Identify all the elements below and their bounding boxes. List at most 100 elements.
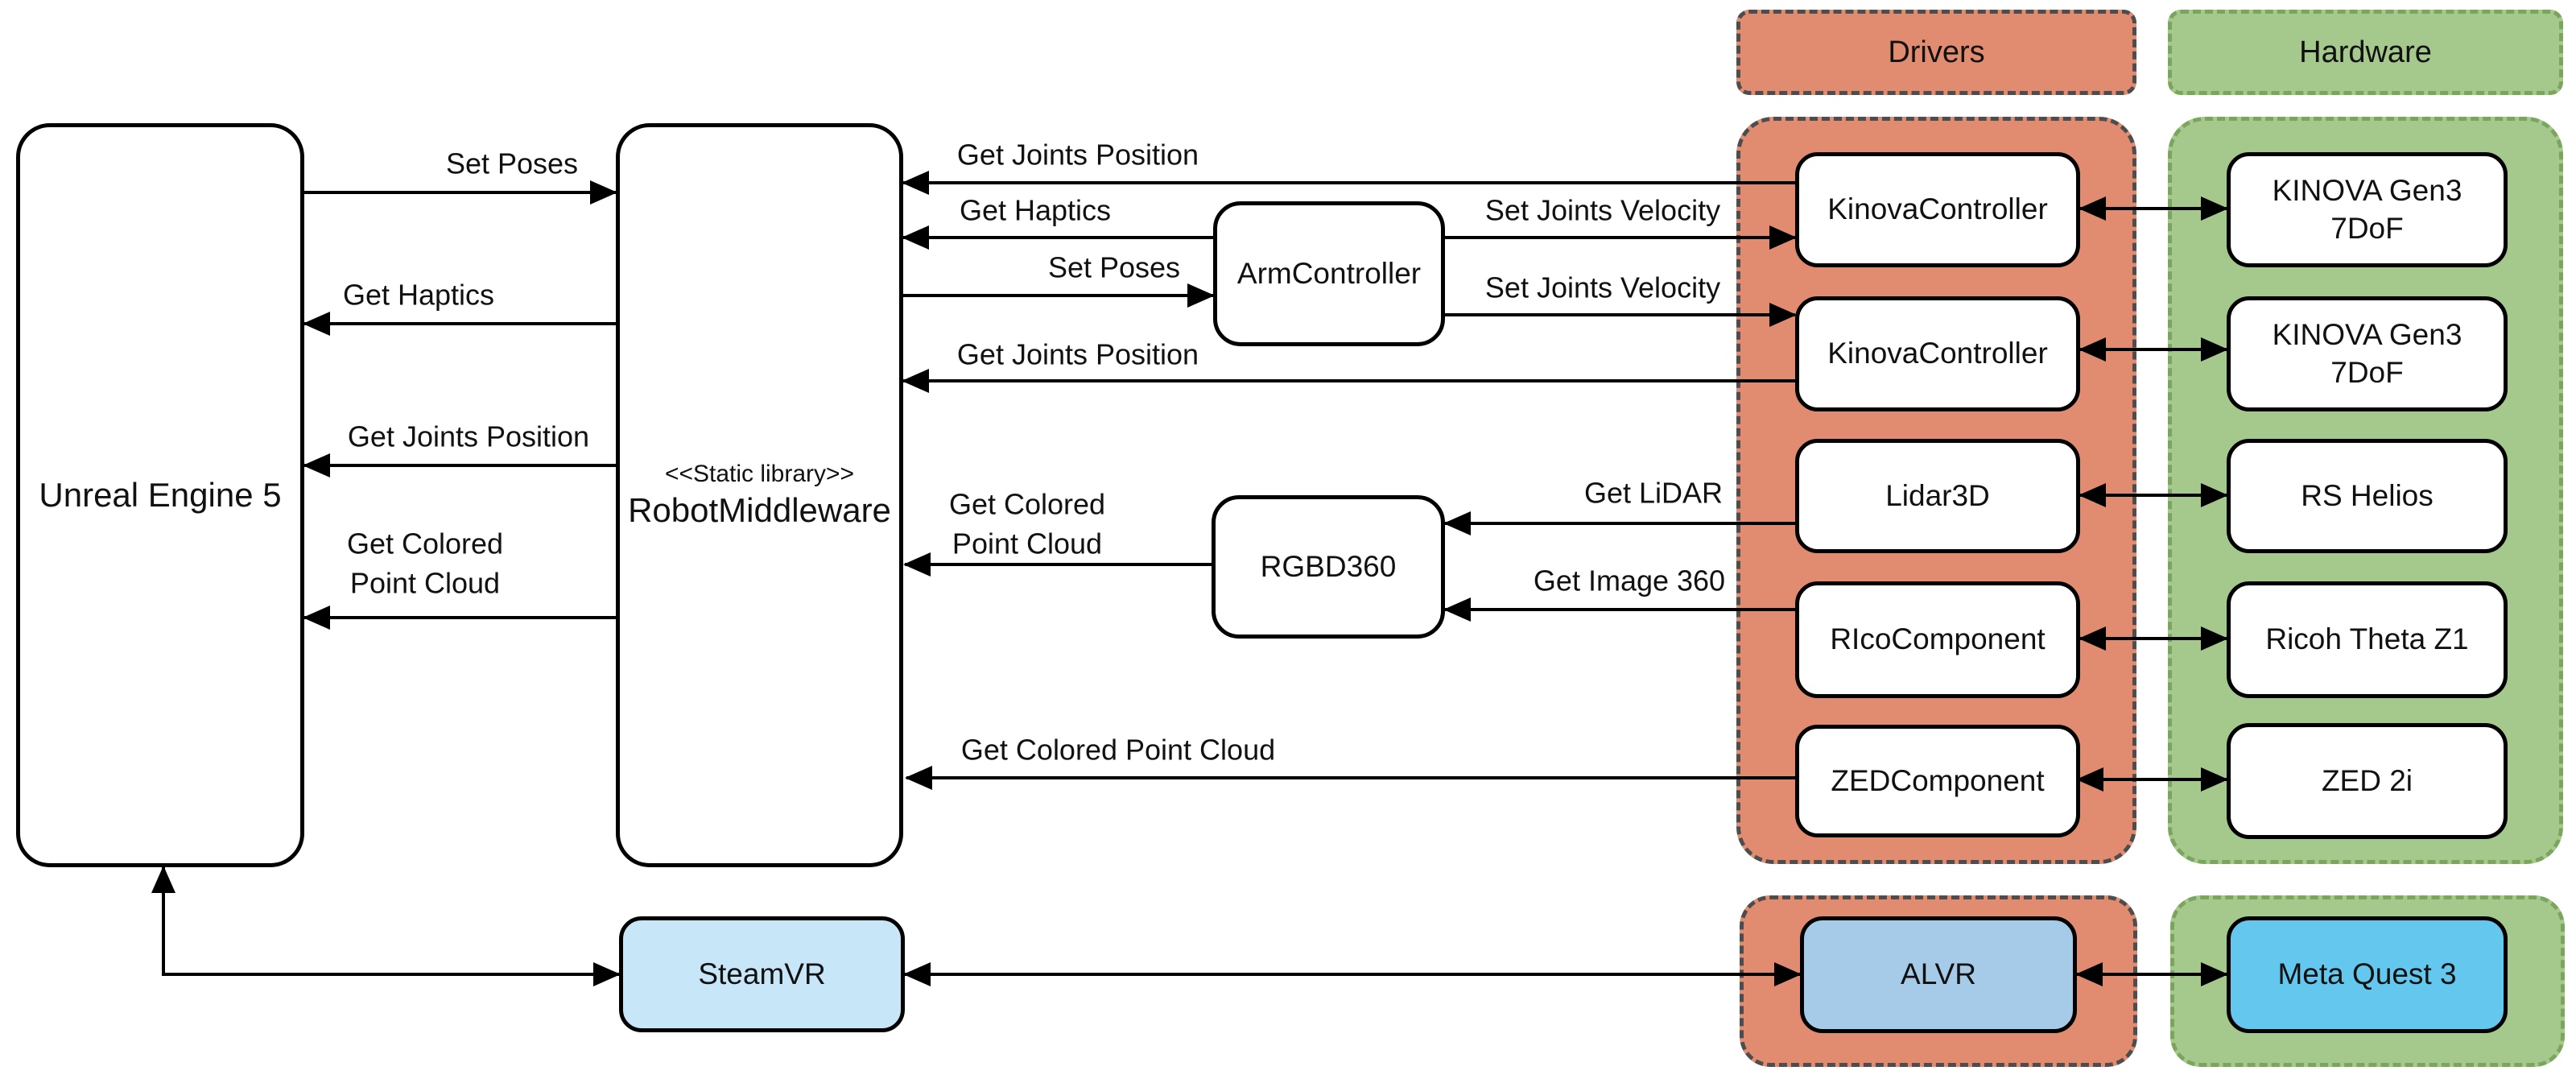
rgbd360-label: RGBD360	[1260, 549, 1397, 583]
arrowhead-right-icon	[1187, 283, 1215, 308]
edge-ue-steamvr-horizontal	[162, 962, 621, 986]
arrowhead-up-icon	[151, 866, 175, 893]
edge-get-lidar	[1443, 511, 1795, 535]
edge-get-joints-mw-ue	[303, 453, 616, 477]
edge-set-poses-mw-ac	[903, 283, 1215, 308]
kinova-gen3-2-label: KINOVA Gen3 7DoF	[2272, 318, 2462, 389]
arrowhead-left-icon	[902, 171, 929, 195]
alvr-label: ALVR	[1901, 957, 1976, 991]
node-kinova-gen3-2: KINOVA Gen3 7DoF	[2227, 296, 2508, 411]
arrowhead-right-icon	[2201, 483, 2228, 507]
node-steamvr: SteamVR	[619, 916, 905, 1032]
node-lidar3d: Lidar3D	[1795, 439, 2080, 553]
arrowhead-left-icon	[1443, 597, 1471, 622]
arrowhead-right-icon	[590, 180, 617, 205]
arrowhead-right-icon	[2201, 626, 2228, 651]
edge-get-haptics-ac-mw	[902, 225, 1213, 250]
drivers-title-label: Drivers	[1888, 35, 1985, 69]
edge-get-image-360	[1443, 597, 1795, 622]
edge-get-haptics-mw-ue	[303, 312, 616, 336]
node-meta-quest-3: Meta Quest 3	[2227, 916, 2508, 1033]
arrowhead-left-icon	[2079, 483, 2106, 507]
edge-set-joints-velocity-2	[1445, 303, 1797, 327]
robot-middleware-label: RobotMiddleware	[628, 490, 891, 529]
robot-middleware-stereotype: <<Static library>>	[664, 461, 855, 487]
ricoh-theta-label: Ricoh Theta Z1	[2265, 622, 2469, 656]
hardware-title-box: Hardware	[2168, 10, 2563, 95]
zed-2i-label: ZED 2i	[2321, 763, 2413, 797]
node-kinova-gen3-1: KINOVA Gen3 7DoF	[2227, 152, 2508, 267]
edge-label-get-image-360: Get Image 360	[1533, 564, 1726, 597]
kinova-controller-2-label: KinovaController	[1827, 337, 2048, 370]
edge-kinova2-hw	[2079, 337, 2228, 362]
arrowhead-left-icon	[303, 606, 330, 630]
kinova-controller-1-label: KinovaController	[1827, 192, 2048, 226]
edge-get-colored-mw-ue	[303, 606, 616, 630]
rico-component-label: RIcoComponent	[1830, 622, 2046, 656]
arrowhead-left-icon	[2079, 196, 2106, 221]
arrowhead-left-icon	[905, 766, 932, 790]
edge-get-joints-k2-mw	[902, 369, 1795, 393]
edge-lidar-hw	[2079, 483, 2228, 507]
node-zed-component: ZEDComponent	[1795, 725, 2080, 837]
node-kinova-controller-2: KinovaController	[1795, 296, 2080, 411]
edge-alvr-mq	[2075, 962, 2228, 986]
edge-label-set-joints-velocity-1: Set Joints Velocity	[1484, 193, 1721, 227]
edge-label-get-lidar: Get LiDAR	[1583, 476, 1724, 510]
edge-label-get-colored-bottom: Get Colored Point Cloud	[960, 733, 1276, 767]
edge-get-joints-k1-mw	[902, 171, 1795, 195]
arm-controller-label: ArmController	[1236, 256, 1422, 290]
edge-label-get-haptics-mid: Get Haptics	[959, 193, 1112, 227]
arrowhead-left-icon	[2079, 626, 2106, 651]
arrowhead-left-icon	[902, 369, 929, 393]
arrowhead-left-icon	[902, 225, 929, 250]
hardware-title-label: Hardware	[2299, 35, 2432, 69]
node-arm-controller: ArmController	[1213, 201, 1445, 346]
arrowhead-right-icon	[1769, 303, 1797, 327]
edge-label-get-colored-mid: Get Colored Point Cloud	[948, 487, 1106, 560]
node-rgbd360: RGBD360	[1212, 495, 1445, 639]
arrowhead-left-icon	[2075, 962, 2103, 986]
edge-rico-hw	[2079, 626, 2228, 651]
edge-label-get-colored-left: Get Colored Point Cloud	[346, 527, 504, 599]
edge-label-set-poses-left: Set Poses	[445, 147, 579, 180]
rs-helios-label: RS Helios	[2301, 478, 2434, 512]
arrowhead-left-icon	[2079, 337, 2106, 362]
drivers-title-box: Drivers	[1736, 10, 2136, 95]
node-zed-2i: ZED 2i	[2227, 723, 2508, 839]
unreal-engine-label: Unreal Engine 5	[39, 475, 282, 514]
arrowhead-left-icon	[2076, 767, 2103, 792]
kinova-gen3-1-label: KINOVA Gen3 7DoF	[2272, 174, 2462, 245]
node-unreal-engine: Unreal Engine 5	[16, 123, 304, 867]
edge-label-get-joints-left: Get Joints Position	[347, 420, 590, 453]
zed-component-label: ZEDComponent	[1831, 763, 2045, 797]
arrowhead-left-icon	[903, 962, 931, 986]
arrowhead-right-icon	[2201, 767, 2228, 792]
edge-label-set-poses-mid: Set Poses	[1047, 250, 1181, 284]
arrowhead-right-icon	[2201, 196, 2228, 221]
arrowhead-right-icon	[593, 962, 621, 986]
arrowhead-right-icon	[1774, 962, 1802, 986]
edge-zed-hw	[2076, 767, 2228, 792]
node-rs-helios: RS Helios	[2227, 439, 2508, 553]
edge-ue-steamvr-vertical	[151, 866, 175, 976]
arrowhead-right-icon	[1769, 225, 1797, 250]
edge-set-joints-velocity-1	[1445, 225, 1797, 250]
arrowhead-right-icon	[2201, 962, 2228, 986]
edge-label-get-joints-top: Get Joints Position	[956, 138, 1199, 172]
edge-label-get-joints-2: Get Joints Position	[956, 337, 1199, 371]
node-robot-middleware: <<Static library>> RobotMiddleware	[616, 123, 903, 867]
node-kinova-controller-1: KinovaController	[1795, 152, 2080, 267]
arrowhead-left-icon	[1443, 511, 1471, 535]
arrowhead-left-icon	[303, 312, 330, 336]
arrowhead-left-icon	[903, 552, 931, 577]
edge-kinova1-hw	[2079, 196, 2228, 221]
edge-label-get-haptics-left: Get Haptics	[342, 278, 495, 312]
node-alvr: ALVR	[1800, 916, 2077, 1033]
arrowhead-left-icon	[303, 453, 330, 477]
lidar3d-label: Lidar3D	[1885, 478, 1990, 512]
edge-set-poses-ue-mw	[304, 180, 617, 205]
edge-label-set-joints-velocity-2: Set Joints Velocity	[1484, 271, 1721, 304]
meta-quest-3-label: Meta Quest 3	[2277, 957, 2457, 991]
